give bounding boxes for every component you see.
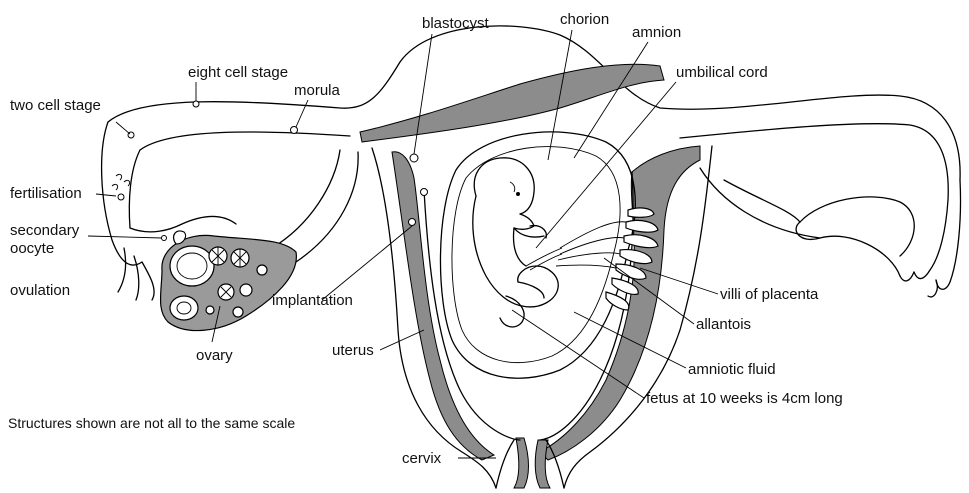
label-two-cell-stage: two cell stage <box>10 97 101 114</box>
blastocyst-dot <box>410 154 418 162</box>
label-cervix: cervix <box>402 450 442 467</box>
oocyte-dot <box>162 236 167 241</box>
label-amniotic-fluid: amniotic fluid <box>688 361 776 378</box>
label-implantation: implantation <box>272 292 353 309</box>
eight-cell-dot <box>193 101 199 107</box>
gestational-sac <box>440 132 635 378</box>
label-umbilical-cord: umbilical cord <box>676 64 768 81</box>
label-uterus: uterus <box>332 342 374 359</box>
label-chorion: chorion <box>560 11 609 28</box>
label-ovary: ovary <box>196 347 233 364</box>
label-allantois: allantois <box>696 316 751 333</box>
fertilisation-dot <box>118 194 124 200</box>
sperm-mark <box>112 174 130 190</box>
label-oocyte: oocyte <box>10 240 54 257</box>
scale-note: Structures shown are not all to the same… <box>8 415 295 431</box>
label-villi-of-placenta: villi of placenta <box>720 286 819 303</box>
morula-dot <box>291 127 298 134</box>
label-ovulation: ovulation <box>10 282 70 299</box>
fetus <box>473 158 562 327</box>
label-eight-cell-stage: eight cell stage <box>188 64 288 81</box>
stage-markers <box>112 101 428 241</box>
blastocyst-dot-2 <box>421 189 428 196</box>
label-secondary: secondary <box>10 222 80 239</box>
implantation-dot <box>409 219 416 226</box>
label-fetus: fetus at 10 weeks is 4cm long <box>646 390 843 407</box>
ovary <box>161 231 297 331</box>
label-amnion: amnion <box>632 24 681 41</box>
label-blastocyst: blastocyst <box>422 15 490 32</box>
label-fertilisation: fertilisation <box>10 185 82 202</box>
uterine-wall <box>360 64 700 488</box>
label-morula: morula <box>294 82 341 99</box>
